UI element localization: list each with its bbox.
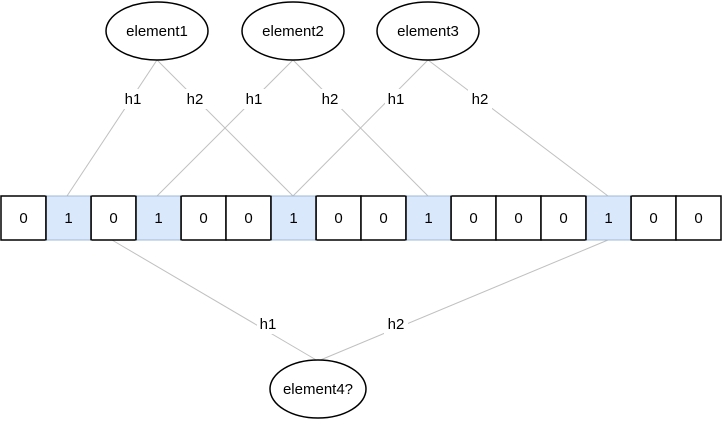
- h1-label-element2: h1: [246, 91, 263, 108]
- edge-element3-h2: [427, 59, 609, 197]
- h2-label-element2: h2: [322, 91, 339, 108]
- bit-cell: 0: [0, 195, 47, 241]
- bit-value: 0: [19, 210, 27, 227]
- bit-value: 1: [424, 210, 432, 227]
- bit-cell-box: [225, 195, 272, 241]
- element3-label: element3: [397, 23, 459, 40]
- element4-label: element4?: [283, 381, 353, 398]
- bit-cell: 0: [315, 195, 362, 241]
- h1-label-element3: h1: [388, 91, 405, 108]
- edge-element4-h2: [317, 239, 609, 362]
- bit-value: 0: [694, 210, 702, 227]
- bit-cell-box: [360, 195, 407, 241]
- bit-value: 0: [379, 210, 387, 227]
- bit-cell: 1: [270, 195, 317, 241]
- bit-cell-box: [540, 195, 587, 241]
- element2-node: element2: [241, 1, 345, 61]
- bit-cell: 1: [45, 195, 92, 241]
- bit-cell: 0: [225, 195, 272, 241]
- h1-label-element4: h1: [260, 316, 277, 333]
- bit-cell-box: [495, 195, 542, 241]
- element-nodes: element1 element2 element3 element4?: [105, 1, 480, 419]
- h2-label-element1: h2: [187, 91, 204, 108]
- bit-value: 0: [334, 210, 342, 227]
- bit-cell-box: [450, 195, 497, 241]
- bit-cell-box: [315, 195, 362, 241]
- hash-edges: [66, 59, 609, 362]
- bit-value: 1: [289, 210, 297, 227]
- bit-value: 0: [244, 210, 252, 227]
- edge-element1-h1: [66, 59, 158, 197]
- edge-element4-h1: [111, 239, 319, 362]
- bit-array: 0 0 0 0 0 0 0 0 0 0 0 1 1 1 1 1: [0, 195, 722, 241]
- bit-cell: 1: [135, 195, 182, 241]
- bit-cell-set-box: [270, 195, 317, 241]
- element4-node: element4?: [269, 359, 367, 419]
- bit-cell: 0: [630, 195, 677, 241]
- bit-value: 0: [199, 210, 207, 227]
- bit-cell: 0: [90, 195, 137, 241]
- edge-element2-h1: [156, 59, 294, 197]
- bit-value: 1: [604, 210, 612, 227]
- bit-cell: 0: [180, 195, 227, 241]
- bit-value: 0: [109, 210, 117, 227]
- bit-value: 1: [64, 210, 72, 227]
- bit-cell: 1: [585, 195, 632, 241]
- h2-label-element4: h2: [388, 316, 405, 333]
- element2-label: element2: [262, 23, 324, 40]
- bit-cell: 0: [675, 195, 722, 241]
- element1-label: element1: [126, 23, 188, 40]
- edge-element3-h1: [292, 59, 429, 197]
- element3-node: element3: [376, 1, 480, 61]
- bit-cell: 1: [405, 195, 452, 241]
- bit-cell: 0: [360, 195, 407, 241]
- bit-cell-set-box: [585, 195, 632, 241]
- bit-value: 0: [469, 210, 477, 227]
- bit-cell: 0: [450, 195, 497, 241]
- bit-value: 0: [649, 210, 657, 227]
- bit-cell: 0: [495, 195, 542, 241]
- h1-label-element1: h1: [125, 91, 142, 108]
- bit-cell-set-box: [405, 195, 452, 241]
- bit-value: 0: [559, 210, 567, 227]
- bit-cell-box: [675, 195, 722, 241]
- bit-value: 0: [514, 210, 522, 227]
- bit-value: 1: [154, 210, 162, 227]
- bit-cell-box: [0, 195, 47, 241]
- bit-cell: 0: [540, 195, 587, 241]
- hash-labels: h1 h2 h1 h2 h1 h2 h1 h2: [122, 89, 492, 334]
- h2-label-element3: h2: [472, 91, 489, 108]
- element1-node: element1: [105, 1, 209, 61]
